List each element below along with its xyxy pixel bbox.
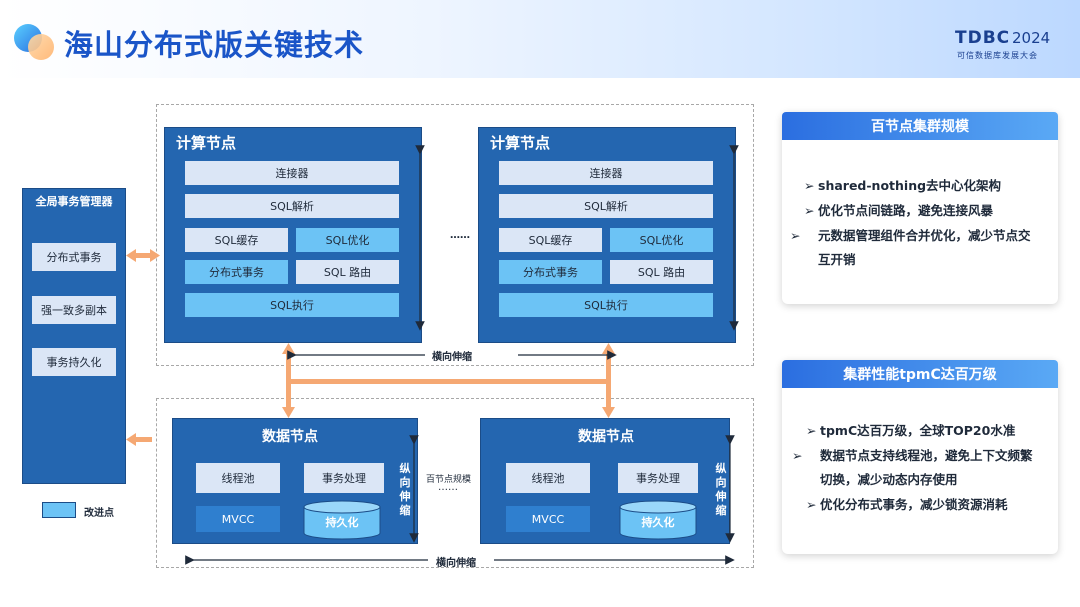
connector-module: 连接器 <box>185 161 399 185</box>
persistence-label: 持久化 <box>641 516 675 529</box>
compute-data-links <box>282 343 615 418</box>
gtm-compute-arrow <box>126 249 160 262</box>
persistence-label: 持久化 <box>325 516 359 529</box>
vertical-scale-label: 纵向伸缩 <box>715 462 727 517</box>
data-ellipsis: …… <box>438 482 458 493</box>
vertical-scale-label: 纵向伸缩 <box>399 462 411 517</box>
sql-optimize-module: SQL优化 <box>296 228 399 252</box>
cluster-scale-panel <box>782 112 1058 304</box>
sql-exec-module: SQL执行 <box>499 293 713 317</box>
compute-node-title: 计算节点 <box>176 134 237 152</box>
sql-route-module: SQL 路由 <box>610 260 713 284</box>
sql-cache-module: SQL缓存 <box>185 228 288 252</box>
data-node-title: 数据节点 <box>262 429 318 445</box>
compute-node-title: 计算节点 <box>490 134 551 152</box>
logo-accent-icon <box>28 34 54 60</box>
global-tx-manager-title: 全局事务管理器 <box>35 195 113 208</box>
persistence-cylinder-1 <box>303 500 381 540</box>
tx-processing-module: 事务处理 <box>304 463 384 493</box>
data-layer-frame <box>156 398 754 568</box>
cluster-scale-panel-title: 百节点集群规模 <box>782 112 1058 140</box>
data-horizontal-scale-label: 横向伸缩 <box>436 558 476 569</box>
mvcc-module: MVCC <box>506 506 590 532</box>
perf-bullet-2: ➢数据节点支持线程池，避免上下文频繁切换，减少动态内存使用 <box>792 448 1033 487</box>
performance-panel-title: 集群性能tpmC达百万级 <box>782 360 1058 388</box>
perf-bullet-3: ➢优化分布式事务，减少锁资源消耗 <box>806 497 1008 512</box>
brand-year: 2024 <box>1012 29 1051 47</box>
sql-route-module: SQL 路由 <box>296 260 399 284</box>
cluster-bullet-1: ➢shared-nothing去中心化架构 <box>804 178 1002 193</box>
sql-parse-module: SQL解析 <box>185 194 399 218</box>
brand-subtitle: 可信数据库发展大会 <box>957 51 1038 60</box>
global-tx-manager <box>22 188 126 484</box>
persistence-cylinder-2 <box>619 500 697 540</box>
sql-optimize-module: SQL优化 <box>610 228 713 252</box>
data-node-title: 数据节点 <box>578 429 634 445</box>
sql-parse-module: SQL解析 <box>499 194 713 218</box>
cluster-bullet-2: ➢优化节点间链路，避免连接风暴 <box>804 203 994 218</box>
gtm-item-dist-tx: 分布式事务 <box>32 243 116 271</box>
page-title: 海山分布式版关键技术 <box>64 28 365 62</box>
connector-module: 连接器 <box>499 161 713 185</box>
hundred-node-scale-label: 百节点规模 <box>426 475 472 485</box>
sql-cache-module: SQL缓存 <box>499 228 602 252</box>
vertical-scale-label: 纵向伸缩 <box>741 198 753 253</box>
dist-tx-module: 分布式事务 <box>185 260 288 284</box>
compute-layer-frame <box>156 104 754 366</box>
thread-pool-module: 线程池 <box>506 463 590 493</box>
sql-exec-module: SQL执行 <box>185 293 399 317</box>
thread-pool-module: 线程池 <box>196 463 280 493</box>
performance-panel <box>782 360 1058 554</box>
vertical-scale-label: 纵向伸缩 <box>427 198 439 253</box>
dist-tx-module: 分布式事务 <box>499 260 602 284</box>
tx-processing-module: 事务处理 <box>618 463 698 493</box>
gtm-item-persist: 事务持久化 <box>32 348 116 376</box>
legend-swatch <box>42 502 76 518</box>
gtm-data-arrow <box>126 433 152 446</box>
perf-bullet-1: ➢tpmC达百万级，全球TOP20水准 <box>806 423 1016 438</box>
cluster-bullet-3: ➢元数据管理组件合并优化，减少节点交互开销 <box>790 228 1031 267</box>
mvcc-module: MVCC <box>196 506 280 532</box>
compute-ellipsis: …… <box>450 230 470 241</box>
header-banner <box>0 0 1080 78</box>
gtm-item-replica: 强一致多副本 <box>32 296 116 324</box>
legend-label: 改进点 <box>84 508 114 519</box>
compute-horizontal-scale-label: 横向伸缩 <box>432 352 472 363</box>
brand-name: TDBC <box>955 28 1011 48</box>
